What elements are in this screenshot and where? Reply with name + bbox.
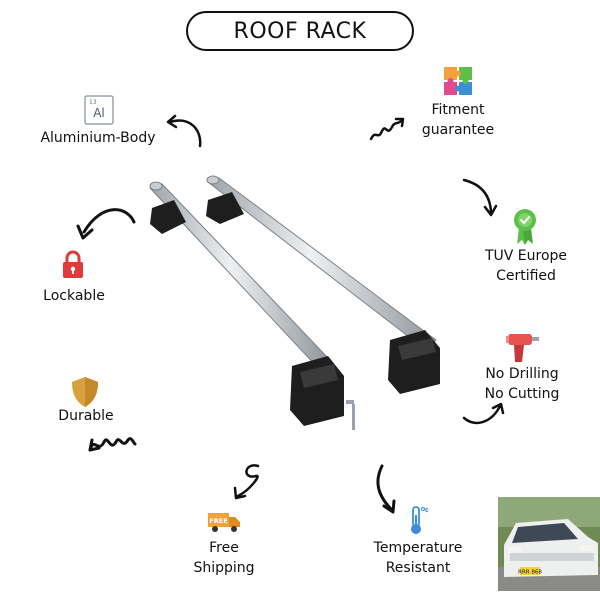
curved-arrow-icon <box>462 402 505 425</box>
truck-icon: FREE <box>207 511 241 537</box>
feature-label-line1: Temperature <box>373 540 463 556</box>
curved-arrow-icon <box>376 464 396 514</box>
feature-free-shipping: Free Shipping <box>180 538 268 578</box>
roof-rack-image <box>149 175 440 430</box>
aluminium-symbol: Al <box>93 106 105 120</box>
feature-label-line1: No Drilling <box>485 366 559 382</box>
front-bar-feet <box>150 200 355 430</box>
page-title: ROOF RACK <box>186 11 414 51</box>
feature-aluminium-body: Aluminium-Body <box>30 128 166 148</box>
car-photo: RRR 868 <box>498 497 600 591</box>
feature-label-line2: No Cutting <box>484 386 560 402</box>
feature-durable: Durable <box>44 406 128 426</box>
feature-label-line1: Free <box>209 540 239 556</box>
shield-icon <box>70 376 100 412</box>
rear-crossbar <box>206 175 437 351</box>
feature-label: Lockable <box>43 288 105 304</box>
lock-key <box>346 400 354 404</box>
feature-no-drilling: No Drilling No Cutting <box>470 364 574 404</box>
feature-label-line2: Resistant <box>385 560 451 576</box>
loop-arrow-icon <box>233 464 260 500</box>
feature-label-line2: Shipping <box>193 560 255 576</box>
license-plate-text: RRR 868 <box>518 570 542 576</box>
feature-label: Durable <box>58 408 114 424</box>
squiggle-arrow-icon <box>369 117 405 141</box>
feature-label-line1: Fitment <box>431 102 485 118</box>
feature-fitment-guarantee: Fitment guarantee <box>400 100 516 140</box>
feature-label-line2: guarantee <box>421 122 495 138</box>
feature-lockable: Lockable <box>30 286 118 306</box>
curved-arrow-icon <box>462 178 498 217</box>
free-badge-text: FREE <box>209 517 227 525</box>
squiggle-arrow-icon <box>88 437 137 452</box>
feature-temperature-resistant: Temperature Resistant <box>358 538 478 578</box>
curved-arrow-icon <box>166 114 202 148</box>
drill-icon <box>504 330 540 368</box>
aluminium-number: 13 <box>89 99 97 106</box>
aluminium-element-icon: 13 Al <box>84 95 114 129</box>
thermometer-icon <box>408 505 430 539</box>
feature-label-line2: Certified <box>496 268 556 284</box>
rear-bar-feet <box>206 192 440 394</box>
certified-badge-icon <box>512 208 538 250</box>
puzzle-icon <box>443 66 473 100</box>
curved-arrow-icon <box>76 208 136 240</box>
feature-tuv-certified: TUV Europe Certified <box>466 246 586 286</box>
padlock-icon <box>61 250 85 284</box>
feature-label-line1: TUV Europe <box>484 248 568 264</box>
feature-label: Aluminium-Body <box>40 130 156 146</box>
